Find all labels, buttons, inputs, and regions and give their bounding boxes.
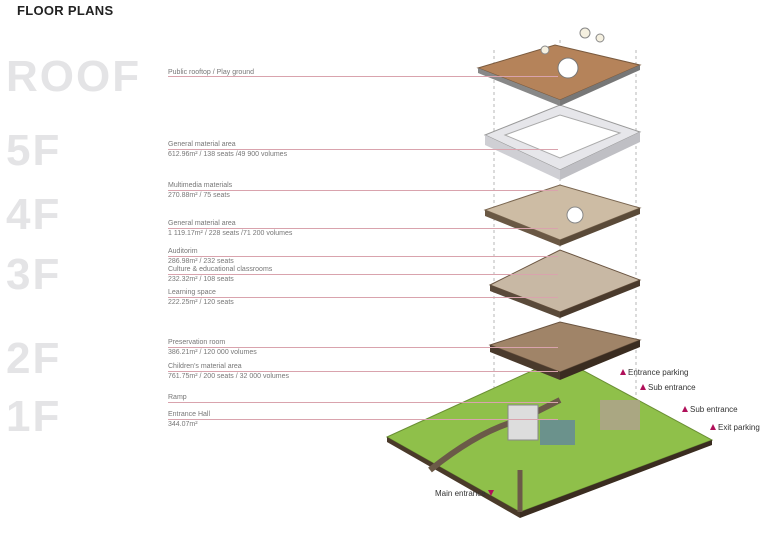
label-4f-general-material: General material area [168,220,236,227]
annotation-entrance-parking: Entrance parking [618,368,688,377]
floor-label-1f: 1F [6,392,62,441]
floor-label-4f: 4F [6,190,62,239]
marker-triangle-icon [640,384,646,390]
ground-floor-site [385,357,714,518]
label-public-rooftop: Public rooftop / Play ground [168,69,254,76]
label-learning-space: Learning space [168,289,216,296]
annotation-sub-entrance-1: Sub entrance [638,383,696,392]
leader-line [168,274,558,275]
marker-triangle-icon [620,369,626,375]
floor-label-roof: ROOF [6,52,142,101]
4f-slab [483,184,642,246]
label-children-detail: 761.75m² / 200 seats / 32 000 volumes [168,373,290,380]
label-auditorium-detail: 286.98m² / 232 seats [168,258,234,265]
roof-slab [476,27,642,106]
label-preservation: Preservation room [168,339,226,346]
label-5f-general-material: General material area [168,141,236,148]
annotation-text: Entrance parking [628,368,689,377]
label-classrooms-detail: 232.32m² / 108 seats [168,276,234,283]
annotation-main-entrance: Main entrance [435,489,496,498]
leader-line [168,256,558,257]
leader-line [168,297,558,298]
leader-line [168,76,558,77]
marker-triangle-icon [682,406,688,412]
leader-line [168,419,558,420]
label-entrance-hall-detail: 344.07m² [168,421,198,428]
label-entrance-hall: Entrance Hall [168,411,211,418]
label-learning-space-detail: 222.25m² / 120 seats [168,299,234,306]
page-title: FLOOR PLANS [17,3,114,18]
floor-label-3f: 3F [6,250,62,299]
label-ramp: Ramp [168,394,187,401]
label-5f-general-material-detail: 612.96m² / 138 seats /49 900 volumes [168,151,288,158]
label-auditorium: Auditorim [168,248,198,255]
leader-line [168,371,558,372]
leader-line [168,402,558,403]
floor-label-2f: 2F [6,334,62,383]
leader-line [168,190,558,191]
3f-slab [488,249,642,318]
leader-line [168,347,558,348]
annotation-text: Sub entrance [648,383,696,392]
annotation-text: Sub entrance [690,405,738,414]
annotation-sub-entrance-2: Sub entrance [680,405,738,414]
leader-line [168,228,558,229]
label-children: Children's material area [168,363,242,370]
floor-label-5f: 5F [6,126,62,175]
label-multimedia-detail: 270.88m² / 75 seats [168,192,230,199]
marker-triangle-icon [710,424,716,430]
label-4f-general-material-detail: 1 119.17m² / 228 seats /71 200 volumes [168,230,293,237]
label-multimedia: Multimedia materials [168,182,233,189]
leader-line [168,149,558,150]
label-preservation-detail: 386.21m² / 120 000 volumes [168,349,257,356]
annotation-text: Exit parking [718,423,760,432]
marker-triangle-icon [487,490,494,496]
annotation-text: Main entrance [435,489,486,498]
label-classrooms: Culture & educational classrooms [168,266,273,273]
5f-slab [483,104,642,180]
annotation-exit-parking: Exit parking [708,423,760,432]
